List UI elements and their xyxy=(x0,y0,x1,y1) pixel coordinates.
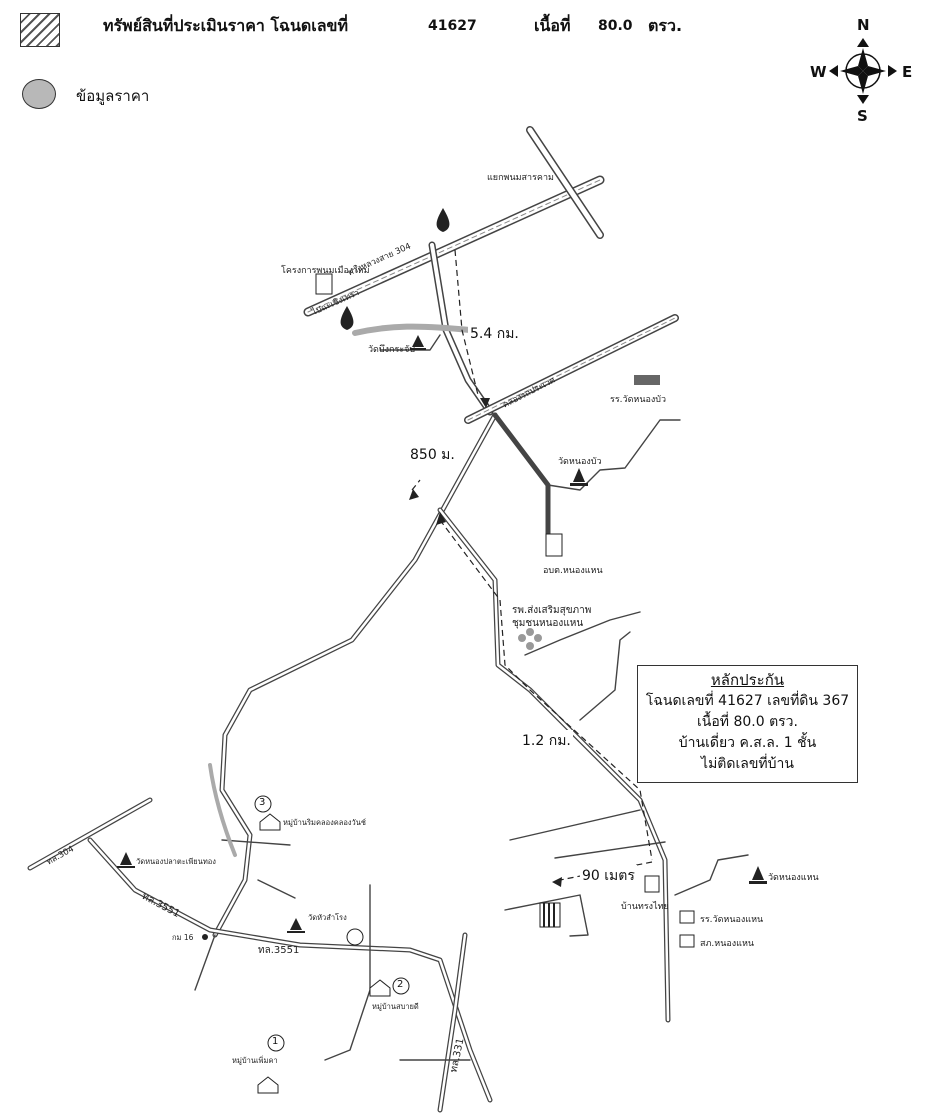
building-icon xyxy=(315,273,695,948)
label-wat-khlong: วัดหัวสำโรง xyxy=(308,913,347,922)
label-obt: อบต.หนองแหน xyxy=(543,566,603,576)
label-village2: หมู่บ้านสบายดี xyxy=(372,1002,419,1011)
price-info-legend-label: ข้อมูลราคา xyxy=(76,87,150,105)
info-box-line1: โฉนดเลขที่ 41627 เลขที่ดิน 367 xyxy=(645,693,850,709)
label-village1: หมู่บ้านเพิ่มคา xyxy=(232,1056,278,1065)
label-hospital-2: ชุมชนหนองแหน xyxy=(512,618,584,629)
compass-s: S xyxy=(857,107,868,125)
header-title: ทรัพย์สินที่ประเมินราคา โฉนดเลขที่ xyxy=(103,16,349,35)
compass-e: E xyxy=(902,63,913,81)
price-info-legend-dot xyxy=(22,79,56,109)
label-junction: แยกพนมสารคาม xyxy=(487,173,554,183)
subject-property-marker xyxy=(539,902,561,928)
label-wat-bueng: วัดบึงกระจับ xyxy=(368,345,416,355)
label-wat-pla: วัดหนองปลาตะเพียนทอง xyxy=(136,857,216,866)
marker-1: 1 xyxy=(272,1036,279,1047)
marker-2: 2 xyxy=(397,979,404,990)
info-box-line2: เนื้อที่ 80.0 ตรว. xyxy=(697,714,798,730)
road-3551 xyxy=(87,837,493,1103)
header-area-label: เนื้อที่ xyxy=(534,16,571,35)
km-post-icon xyxy=(202,934,208,940)
info-box-line4: ไม่ติดเลขที่บ้าน xyxy=(701,756,794,772)
header-deed-no: 41627 xyxy=(428,18,477,34)
canal xyxy=(352,323,473,336)
distance-5-4km: 5.4 กม. xyxy=(468,323,521,345)
info-box-line3: บ้านเดี่ยว ค.ส.ล. 1 ชั้น xyxy=(678,735,817,751)
header-area-value: 80.0 xyxy=(598,18,633,34)
label-wat-nonghaen: วัดหนองแหน xyxy=(768,873,819,883)
marker-3: 3 xyxy=(259,797,266,808)
marker-1-circle xyxy=(267,1034,285,1052)
label-km16: กม 16 xyxy=(172,933,194,942)
road-label-3551-b: ทล.3551 xyxy=(258,945,300,956)
subject-property-legend-swatch xyxy=(20,13,60,47)
compass-n: N xyxy=(857,16,870,34)
label-police-nonghaen: สภ.หนองแหน xyxy=(700,939,755,949)
info-box-title: หลักประกัน xyxy=(710,671,785,689)
house-icon xyxy=(257,813,391,1094)
compass-w: W xyxy=(810,63,827,81)
distance-850m: 850 ม. xyxy=(408,444,457,466)
collateral-info-box: หลักประกัน โฉนดเลขที่ 41627 เลขที่ดิน 36… xyxy=(637,665,858,783)
label-project: โครงการพนมเมืองใหม่ xyxy=(281,266,370,276)
label-hospital-1: รพ.ส่งเสริมสุขภาพ xyxy=(512,605,592,616)
header-area-unit: ตรว. xyxy=(648,16,683,35)
gas-station-icon xyxy=(346,928,364,946)
temple-icon xyxy=(117,335,767,933)
marker-3-circle xyxy=(254,795,272,813)
road-to-subject xyxy=(437,412,671,1023)
label-school-nongbua: รร.วัดหนองบัว xyxy=(610,395,667,405)
distance-90m: 90 เมตร xyxy=(580,865,637,887)
dashed-route-main xyxy=(439,519,653,861)
marker-2-circle xyxy=(392,977,410,995)
price-point-icon xyxy=(340,208,450,330)
hospital-icon xyxy=(518,628,542,650)
distance-1-2km: 1.2 กม. xyxy=(520,730,573,752)
label-village3: หมู่บ้านริมคลองคลองวันช์ xyxy=(283,818,366,827)
label-wat-nongbua: วัดหนองบัว xyxy=(558,457,602,467)
label-school-nonghaen: รร.วัดหนองแหน xyxy=(700,915,764,925)
label-ban-songthai: บ้านทรงไทย xyxy=(621,902,669,912)
school-flag-icon xyxy=(634,375,660,385)
